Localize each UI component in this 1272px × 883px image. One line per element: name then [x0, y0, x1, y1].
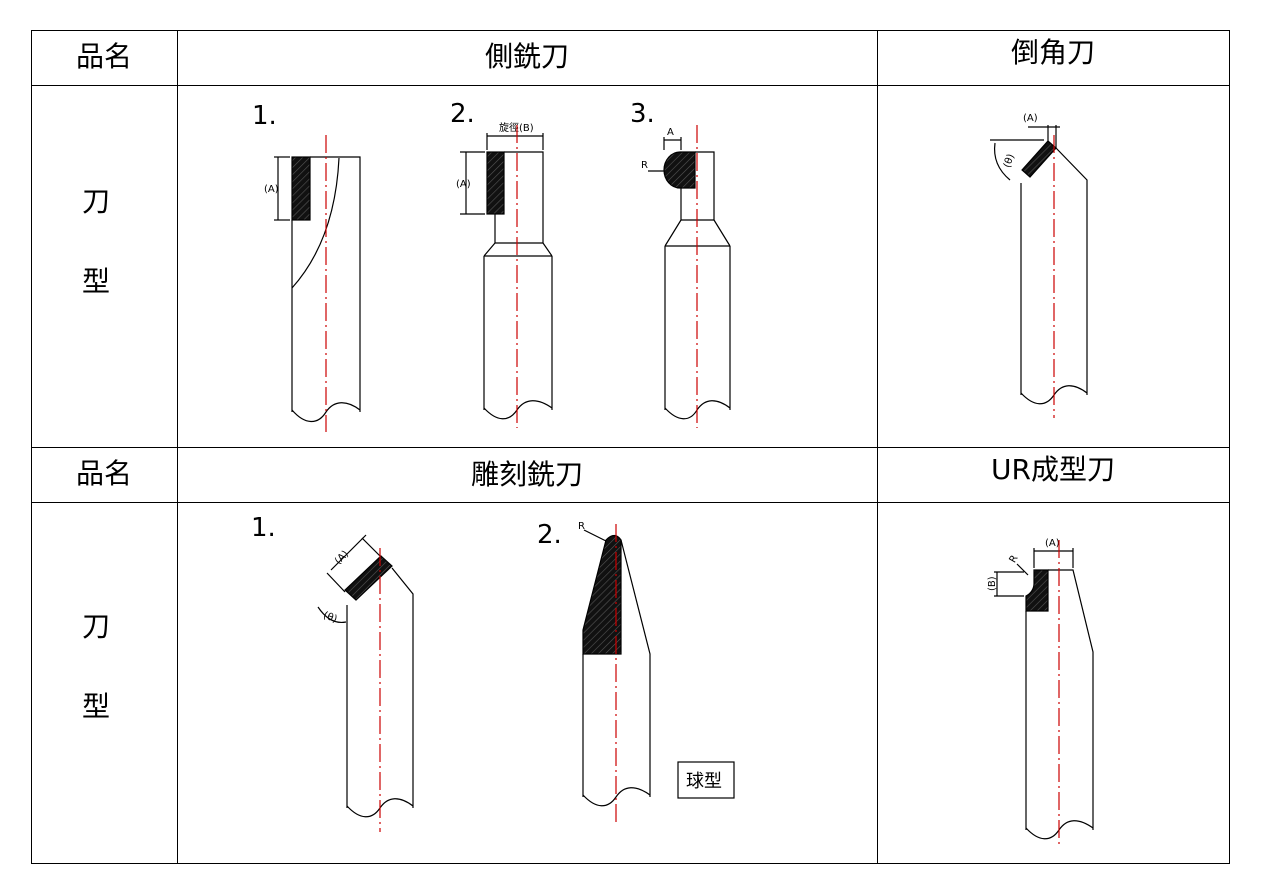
engraving-2-drawing: 2. R: [537, 520, 651, 807]
blade-shape-char-1b: 刀: [81, 610, 110, 643]
side-mill-3-drawing: 3. A R: [630, 99, 731, 420]
cutting-insert: [291, 156, 311, 221]
row1-header-divider: [31, 85, 1230, 86]
chamfer-insert: [1021, 140, 1057, 178]
ur-insert: [1025, 569, 1049, 612]
engraving-insert: [344, 555, 393, 601]
side-mill-2-drawing: 2. 旋徑(B) (A): [450, 99, 553, 420]
dim-r-engraving: R: [578, 521, 585, 532]
dim-a-plain: A: [667, 127, 674, 138]
chamfer-cutter-title: 倒角刀: [1010, 36, 1095, 69]
chamfer-cutter-drawing: (A) (θ): [990, 113, 1088, 405]
blade-shape-char-2b: 型: [81, 690, 110, 723]
row-divider: [31, 447, 1230, 448]
table-border-bottom: [31, 863, 1230, 864]
ball-type-box: [677, 761, 735, 799]
engraving-cutter-title: 雕刻銑刀: [470, 458, 583, 491]
table-border-left: [31, 30, 32, 864]
col-divider-1: [177, 30, 178, 864]
dim-a-label-2: (A): [456, 179, 471, 190]
dim-r-label: R: [641, 160, 648, 171]
drawing-number-3: 3.: [630, 99, 655, 129]
blade-shape-char-2: 型: [81, 265, 110, 298]
tool-spec-table: [31, 30, 1230, 864]
dim-r-ur: R: [1008, 553, 1021, 565]
dim-a-label: (A): [264, 184, 279, 195]
table-border-right: [1229, 30, 1230, 864]
dim-b-ur: (B): [987, 576, 998, 591]
radius-insert: [663, 151, 696, 189]
dim-a-chamfer: (A): [1023, 113, 1038, 124]
drawing-number-e1: 1.: [251, 513, 276, 543]
row2-header-divider: [31, 502, 1230, 503]
dim-theta-engraving: (θ): [322, 610, 339, 625]
dim-b-label: 旋徑(B): [499, 121, 534, 134]
ur-cutter-drawing: (A) (B) R: [987, 538, 1094, 840]
side-mill-1-drawing: 1. (A): [252, 101, 361, 423]
ball-insert: [582, 534, 622, 655]
dim-a-ur: (A): [1045, 538, 1060, 549]
drawing-number-e2: 2.: [537, 520, 562, 550]
blade-shape-char-1: 刀: [81, 185, 110, 218]
dim-theta-chamfer: (θ): [1002, 152, 1017, 169]
engraving-1-drawing: 1. (A) (θ): [251, 513, 414, 818]
side-milling-cutter-title: 側銑刀: [484, 40, 569, 73]
table-border-top: [31, 30, 1230, 31]
col-divider-2: [877, 30, 878, 864]
cutting-insert-2: [486, 151, 505, 215]
ur-forming-cutter-title: UR成型刀: [991, 453, 1115, 486]
drawing-number-2: 2.: [450, 99, 475, 129]
ball-type-label: 球型: [686, 771, 722, 792]
product-name-label: 品名: [75, 40, 132, 73]
drawing-number-1: 1.: [252, 101, 277, 131]
dim-a-engraving: (A): [333, 549, 351, 567]
product-name-label-2: 品名: [75, 457, 132, 490]
